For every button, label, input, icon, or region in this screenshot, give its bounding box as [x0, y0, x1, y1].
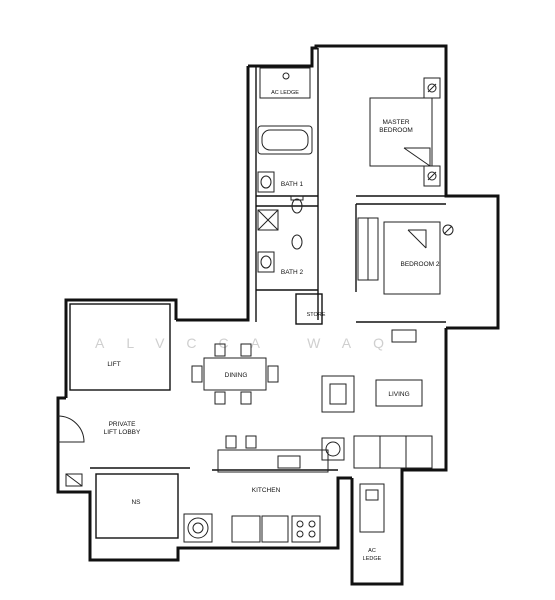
master-bed: [369, 97, 433, 167]
shower: [257, 209, 279, 231]
interior-walls: [69, 48, 446, 539]
armchair: [321, 375, 355, 413]
master-bedroom-label-2: BEDROOM: [379, 127, 413, 134]
fridge: [231, 515, 261, 543]
living-label: LIVING: [388, 391, 409, 398]
ac-ledge-top: [259, 67, 311, 99]
bathtub: [257, 125, 313, 155]
lift-label: LIFT: [107, 361, 120, 368]
sink: [277, 455, 301, 469]
toilet-bath2: [291, 234, 303, 250]
fan-icon: [427, 83, 437, 93]
side-table: [321, 437, 345, 461]
oven: [261, 515, 289, 543]
entrance-door: [57, 415, 85, 443]
ac-ledge-top-label: AC LEDGE: [271, 90, 299, 96]
bath2-label: BATH 2: [281, 269, 304, 276]
ac-ledge-bottom-label-1: AC: [368, 548, 376, 554]
bedroom2-bed: [383, 221, 441, 295]
coffee-table: [375, 379, 423, 407]
stove: [291, 515, 321, 543]
basin-bath2: [257, 251, 275, 273]
store-label: STORE: [307, 312, 326, 318]
watermark: ALVCCA WAQ: [95, 335, 406, 351]
outer-walls: [56, 44, 500, 586]
toilet-bath1: [291, 198, 303, 214]
sofa: [353, 435, 433, 469]
bath1-label: BATH 1: [281, 181, 304, 188]
sofa-small: [391, 329, 417, 343]
master-bedroom-label-1: MASTER: [382, 119, 409, 126]
basin-bath1: [257, 171, 275, 193]
ac-ledge-bottom: [359, 483, 385, 533]
ac-ledge-bottom-label-2: LEDGE: [363, 556, 382, 562]
bedroom2-label: BEDROOM 2: [400, 261, 439, 268]
washing-machine: [183, 513, 213, 543]
ns-label: NS: [131, 499, 141, 506]
kitchen-label: KITCHEN: [252, 487, 281, 494]
kitchen-counter-island: [217, 449, 329, 473]
dining-set: [191, 343, 279, 405]
lobby-label-2: LIFT LOBBY: [104, 429, 141, 436]
fan-icon: [442, 224, 454, 236]
shoe-cabinet: [65, 473, 83, 487]
fan-icon: [427, 171, 437, 181]
lobby-label-1: PRIVATE: [109, 421, 137, 428]
dining-label: DINING: [225, 372, 248, 379]
